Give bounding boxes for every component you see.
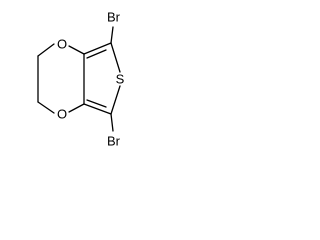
- bond-s-cb: [110, 85, 121, 115]
- bond-o-cd: [68, 103, 85, 113]
- bond-cb-br: [110, 113, 114, 132]
- bond-ca-br: [110, 26, 114, 44]
- bond-cb-cd: [83, 103, 112, 115]
- bromine-bottom-label: Br: [107, 134, 121, 149]
- sulfur-label: S: [116, 72, 125, 87]
- bond-ca-s: [110, 42, 121, 73]
- bond-cc-ca: [83, 42, 112, 55]
- bond-cc-o: [68, 45, 85, 55]
- bromine-top-label: Br: [107, 10, 121, 25]
- bond-cf-o: [37, 101, 55, 114]
- bond-cb-cd-double: [86, 99, 107, 108]
- molecule-structure: Br Br S O O: [37, 10, 125, 149]
- oxygen-top-label: O: [57, 37, 67, 52]
- oxygen-bottom-label: O: [57, 107, 67, 122]
- bond-o-ce: [37, 43, 55, 57]
- bond-cc-ca-double: [86, 49, 107, 59]
